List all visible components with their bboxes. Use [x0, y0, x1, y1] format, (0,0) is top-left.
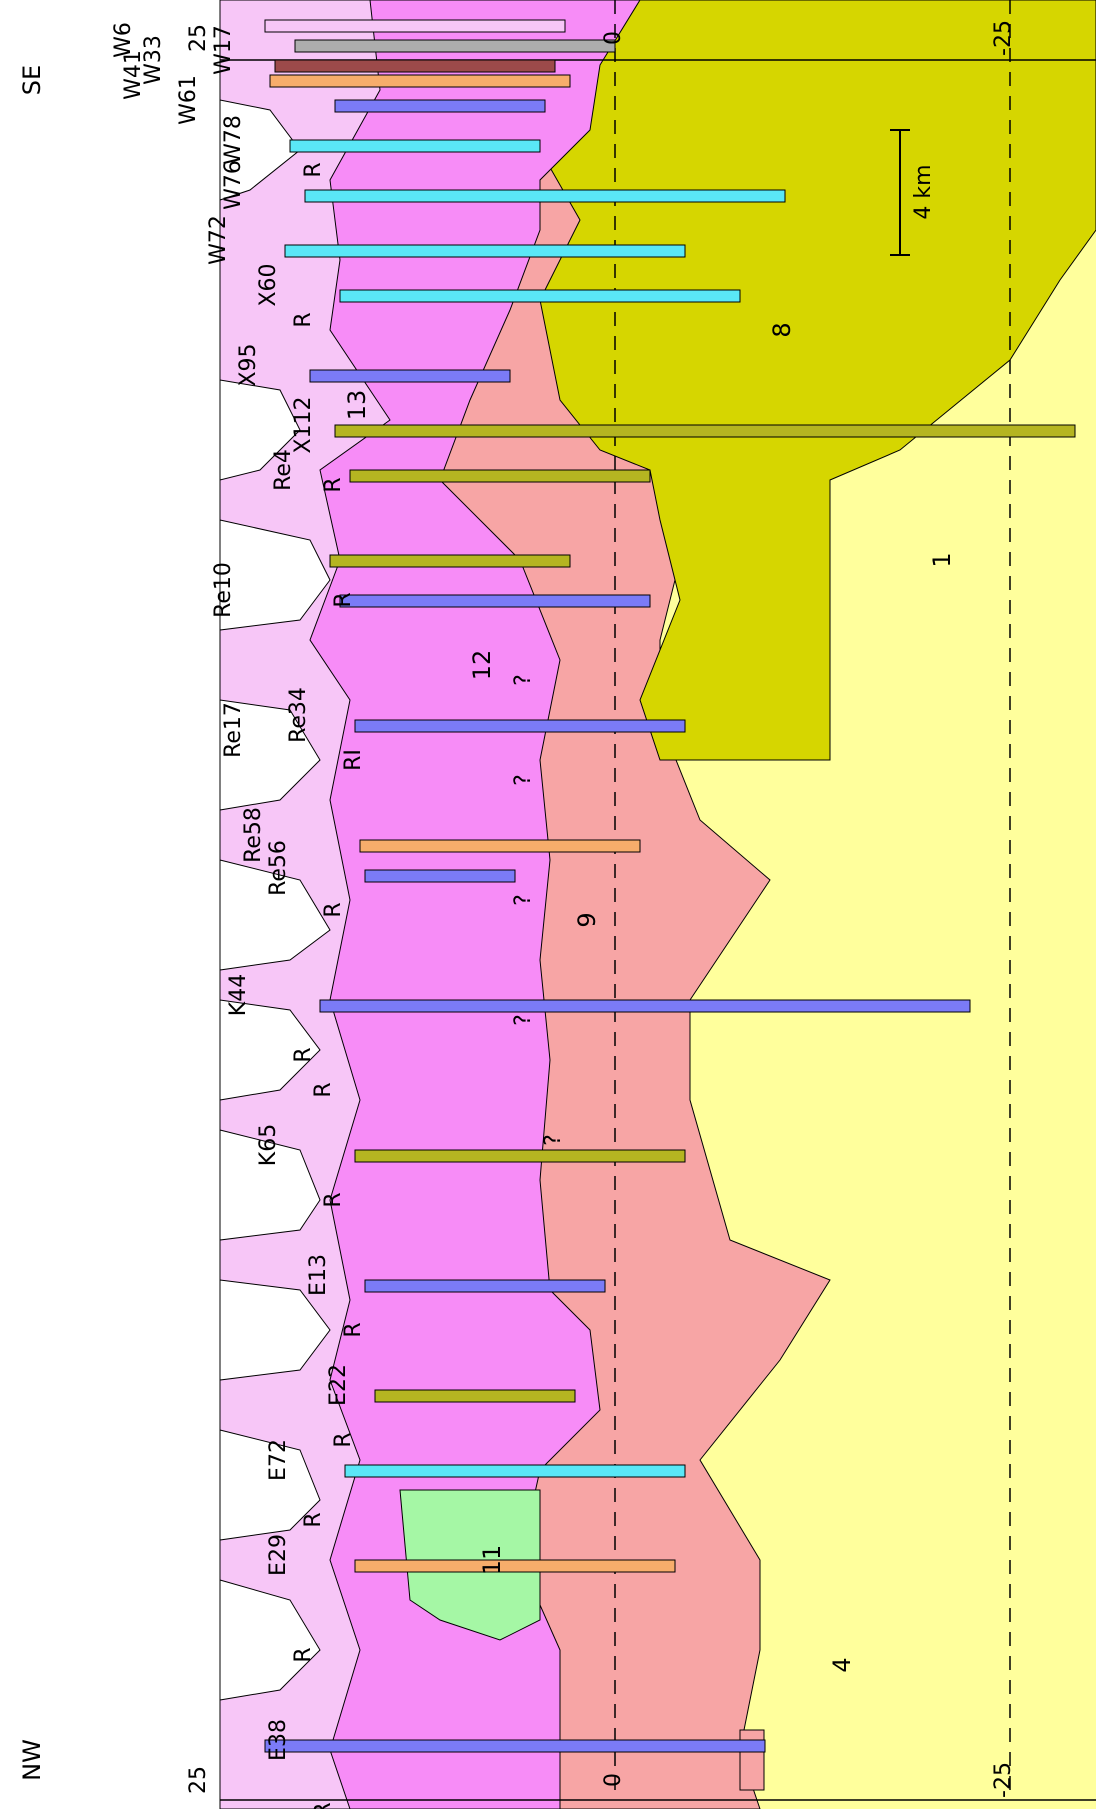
elev-tick-top-m25: -25 — [991, 20, 1016, 56]
well-labels: E38 E29 E72 E22 E13 K65 K44 Re56 Re58 Re… — [111, 22, 351, 1761]
question-marks: ? ? ? ? ? — [511, 674, 566, 1146]
elev-tick-top-25: 25 — [186, 24, 211, 52]
r-marker: R — [341, 1322, 366, 1337]
well-label: Re4 — [271, 449, 296, 491]
well-label: E72 — [266, 1439, 291, 1481]
well-label: Re10 — [211, 562, 236, 618]
well-label: W33 — [141, 35, 166, 85]
well-label: Re58 — [241, 807, 266, 863]
question-mark: ? — [511, 674, 536, 686]
question-mark: ? — [511, 774, 536, 786]
well-label: E13 — [306, 1254, 331, 1296]
question-mark: ? — [541, 1134, 566, 1146]
well-label: W76 — [221, 160, 246, 210]
question-mark: ? — [511, 1014, 536, 1026]
elev-tick-bot-m25: -25 — [991, 1762, 1016, 1798]
unit-label: 11 — [478, 1545, 506, 1576]
unit-4-area — [739, 1729, 765, 1791]
unit-label: 12 — [468, 650, 496, 681]
well-label: W6 — [111, 22, 136, 58]
well-label: E29 — [266, 1534, 291, 1576]
unit-labels: 1 4 8 9 11 12 13 — [343, 322, 956, 1672]
unit-label: 8 — [768, 322, 796, 337]
unit-label: 13 — [343, 390, 371, 421]
well-label: X112 — [291, 396, 316, 453]
unit-label: 4 — [828, 1657, 856, 1672]
r-marker: R — [291, 1047, 316, 1062]
elev-tick-top-0: 0 — [601, 31, 626, 45]
well-label: W72 — [206, 215, 231, 265]
r-markers: R R R R R R R R R R R R R — [291, 162, 366, 1809]
well-columns — [264, 19, 1076, 1753]
unit-label: 1 — [928, 552, 956, 567]
r-i-marker: RI — [341, 749, 366, 771]
well-label: K65 — [256, 1124, 281, 1166]
well-label: K44 — [226, 974, 251, 1016]
well-label: E38 — [266, 1719, 291, 1761]
well-label: Re56 — [266, 840, 291, 896]
well-label: W17 — [211, 25, 236, 75]
well-label: Re17 — [221, 702, 246, 758]
r-marker: R — [311, 1082, 336, 1097]
r-marker: R — [321, 1192, 346, 1207]
r-marker: R — [301, 1512, 326, 1527]
orientation-end: SE — [18, 65, 46, 95]
well-label: W78 — [221, 115, 246, 165]
scale-bar: 4 km — [890, 129, 936, 256]
r-marker: R — [331, 1432, 356, 1447]
r-marker: R — [291, 312, 316, 327]
well-label: W61 — [176, 75, 201, 125]
elev-tick-bot-0: 0 — [601, 1773, 626, 1787]
well-label: Re34 — [286, 687, 311, 743]
valley-cutouts — [219, 99, 331, 1701]
question-mark: ? — [511, 894, 536, 906]
unit-label: 9 — [573, 912, 601, 927]
r-marker: R — [321, 902, 346, 917]
elev-tick-bot-25: 25 — [186, 1766, 211, 1794]
orientation-start: NW — [18, 1739, 46, 1781]
r-marker: R — [321, 477, 346, 492]
well-label: E22 — [326, 1364, 351, 1406]
well-label: W41 — [121, 50, 146, 100]
well-label: X60 — [256, 263, 281, 306]
r-marker: R — [291, 1647, 316, 1662]
r-marker: R — [311, 1802, 336, 1809]
r-marker: R — [301, 162, 326, 177]
scale-bar-label: 4 km — [911, 164, 936, 219]
well-label: X95 — [236, 343, 261, 386]
r-marker: R — [331, 592, 356, 607]
